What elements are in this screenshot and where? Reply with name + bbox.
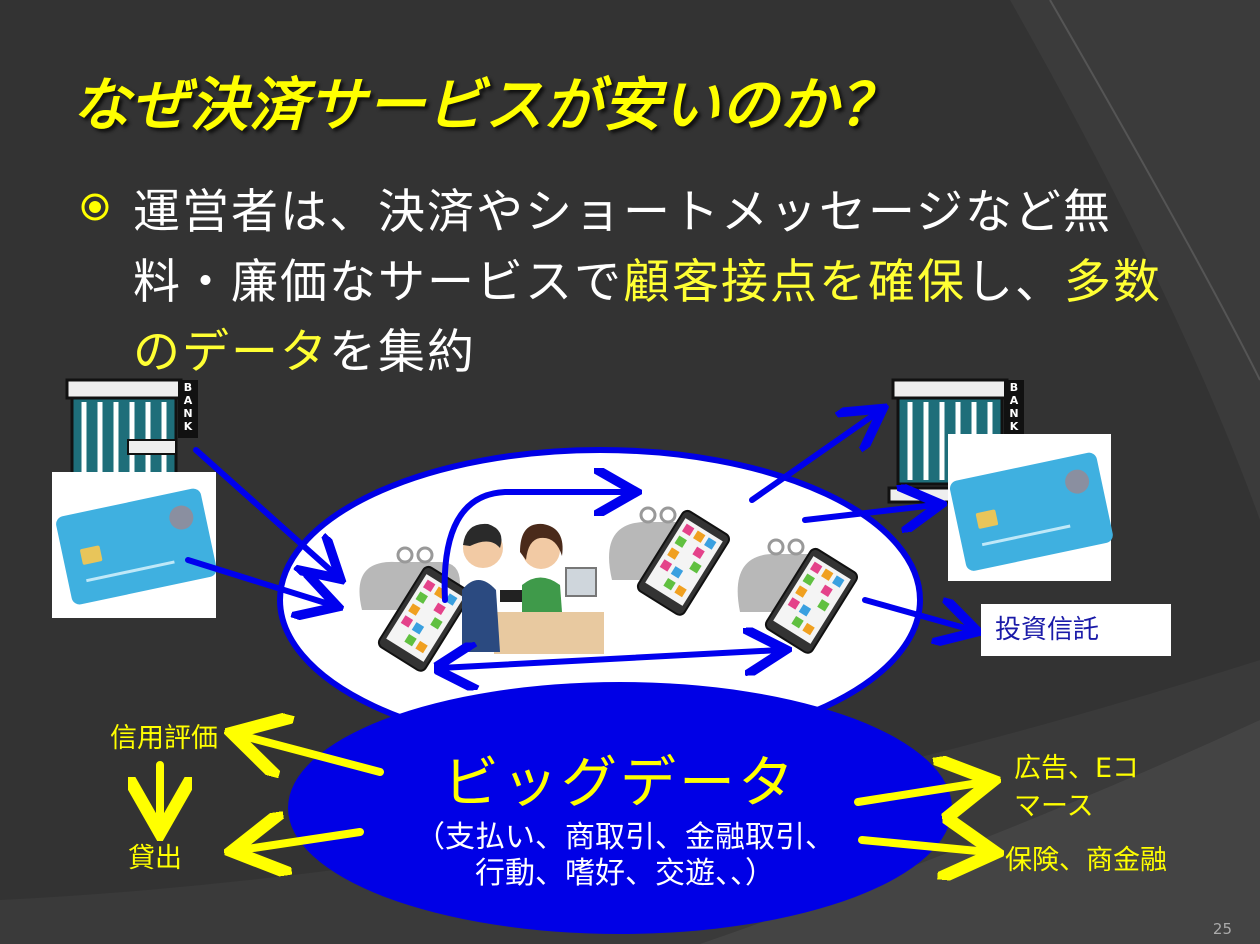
investment-trust-label: 投資信託 bbox=[981, 604, 1171, 656]
bank-sign-letter: B bbox=[183, 381, 193, 394]
arrow-bigdata-to-loan bbox=[240, 832, 364, 850]
bank-sign-letter: N bbox=[183, 407, 193, 420]
bank-sign-letter: K bbox=[1009, 420, 1019, 433]
big-data-subtitle-line-2: 行動、嗜好、交遊、、） bbox=[475, 856, 775, 891]
bullet-text-part-2: し、 bbox=[966, 255, 1064, 310]
advertising-ecommerce-label-line-1: 広告、Eコ bbox=[1014, 753, 1140, 784]
big-data-subtitle-line-1: （支払い、商取引、金融取引、 bbox=[415, 820, 835, 855]
smartphone-icon-2 bbox=[636, 509, 731, 616]
arrow-phone-to-phone bbox=[440, 650, 780, 668]
bank-sign-left: B A N K bbox=[178, 381, 198, 433]
bullet-highlight-customer-contact: 顧客接点を確保 bbox=[623, 255, 966, 310]
arrow-bigdata-to-insurance bbox=[858, 840, 988, 852]
arrow-customer-to-merchant bbox=[441, 492, 630, 603]
arrow-bigdata-to-credit-rating bbox=[240, 735, 384, 772]
bank-sign-letter: A bbox=[183, 394, 193, 407]
page-number: 25 bbox=[1212, 920, 1232, 938]
bank-sign-letter: N bbox=[1009, 407, 1019, 420]
insurance-commercial-finance-label: 保険、商金融 bbox=[1005, 845, 1167, 876]
bullet-circle-icon bbox=[81, 193, 109, 221]
credit-rating-label: 信用評価 bbox=[110, 723, 218, 754]
credit-card-left bbox=[52, 472, 217, 618]
advertising-ecommerce-label-line-2: マース bbox=[1014, 791, 1094, 822]
bullet-text-part-1: 運営者は、決済やショートメッセージなど無料・廉価なサービスで bbox=[133, 185, 1113, 310]
credit-card-right bbox=[948, 434, 1113, 581]
bank-building-left bbox=[61, 378, 198, 504]
slide-title: なぜ決済サービスが安いのか？ bbox=[72, 71, 899, 139]
arrow-card-to-wallet bbox=[185, 557, 332, 605]
bank-sign-letter: B bbox=[1009, 381, 1019, 394]
bullet-highlight-many-data: 多数のデータ bbox=[133, 255, 1162, 380]
bullet-text: 運営者は、決済やショートメッセージなど無料・廉価なサービスで顧客接点を確保し、多… bbox=[133, 178, 1163, 388]
big-data-title: ビッグデータ bbox=[443, 751, 797, 816]
arrow-bigdata-to-advertising bbox=[854, 782, 985, 802]
arrow-wallet-to-card bbox=[802, 505, 935, 520]
loan-label: 貸出 bbox=[128, 843, 182, 874]
arrow-wallet-to-investment bbox=[862, 597, 972, 630]
bank-sign-right: B A N K bbox=[1004, 381, 1024, 433]
bank-sign-letter: A bbox=[1009, 394, 1019, 407]
bullet-text-part-3: を集約 bbox=[329, 325, 476, 380]
bank-sign-letter: K bbox=[183, 420, 193, 433]
big-data-ellipse bbox=[288, 682, 952, 934]
arrow-wallet-to-bank bbox=[749, 412, 878, 503]
arrow-bank-to-wallet bbox=[193, 447, 336, 575]
